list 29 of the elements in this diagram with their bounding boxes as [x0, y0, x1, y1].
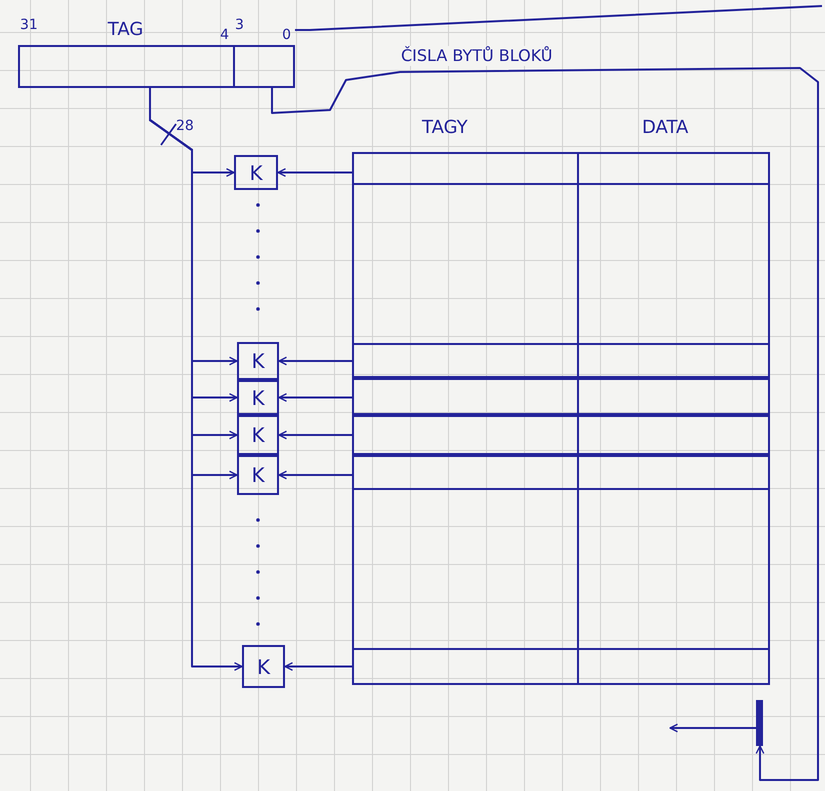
connector-line [295, 5, 822, 31]
arrow [669, 724, 756, 732]
column-header: TAGY [422, 117, 468, 139]
comparator-box: K [234, 155, 278, 190]
bus-width-label: 28 [176, 118, 194, 134]
arrow [278, 470, 352, 480]
arrow [149, 88, 243, 671]
arrow [278, 393, 352, 402]
comparator-box: K [237, 415, 279, 455]
table-row [352, 415, 770, 455]
arrow [278, 356, 352, 366]
comparator-box: K [237, 455, 279, 495]
bit-number: 3 [235, 17, 244, 33]
arrow [284, 662, 352, 671]
arrow [271, 67, 819, 781]
bit-number: 31 [20, 17, 38, 33]
field-label: TAG [108, 19, 144, 41]
bit-number: 4 [220, 27, 229, 43]
comparator-box: K [242, 645, 285, 688]
bit-number: 0 [282, 27, 291, 43]
table-row [352, 455, 770, 490]
output-bar [756, 700, 763, 746]
table-row [352, 343, 770, 378]
table-row [352, 378, 770, 415]
arrow [278, 430, 352, 440]
arrow [277, 168, 352, 177]
comparator-box: K [237, 342, 279, 380]
column-header: DATA [642, 117, 688, 139]
comparator-box: K [237, 380, 279, 415]
